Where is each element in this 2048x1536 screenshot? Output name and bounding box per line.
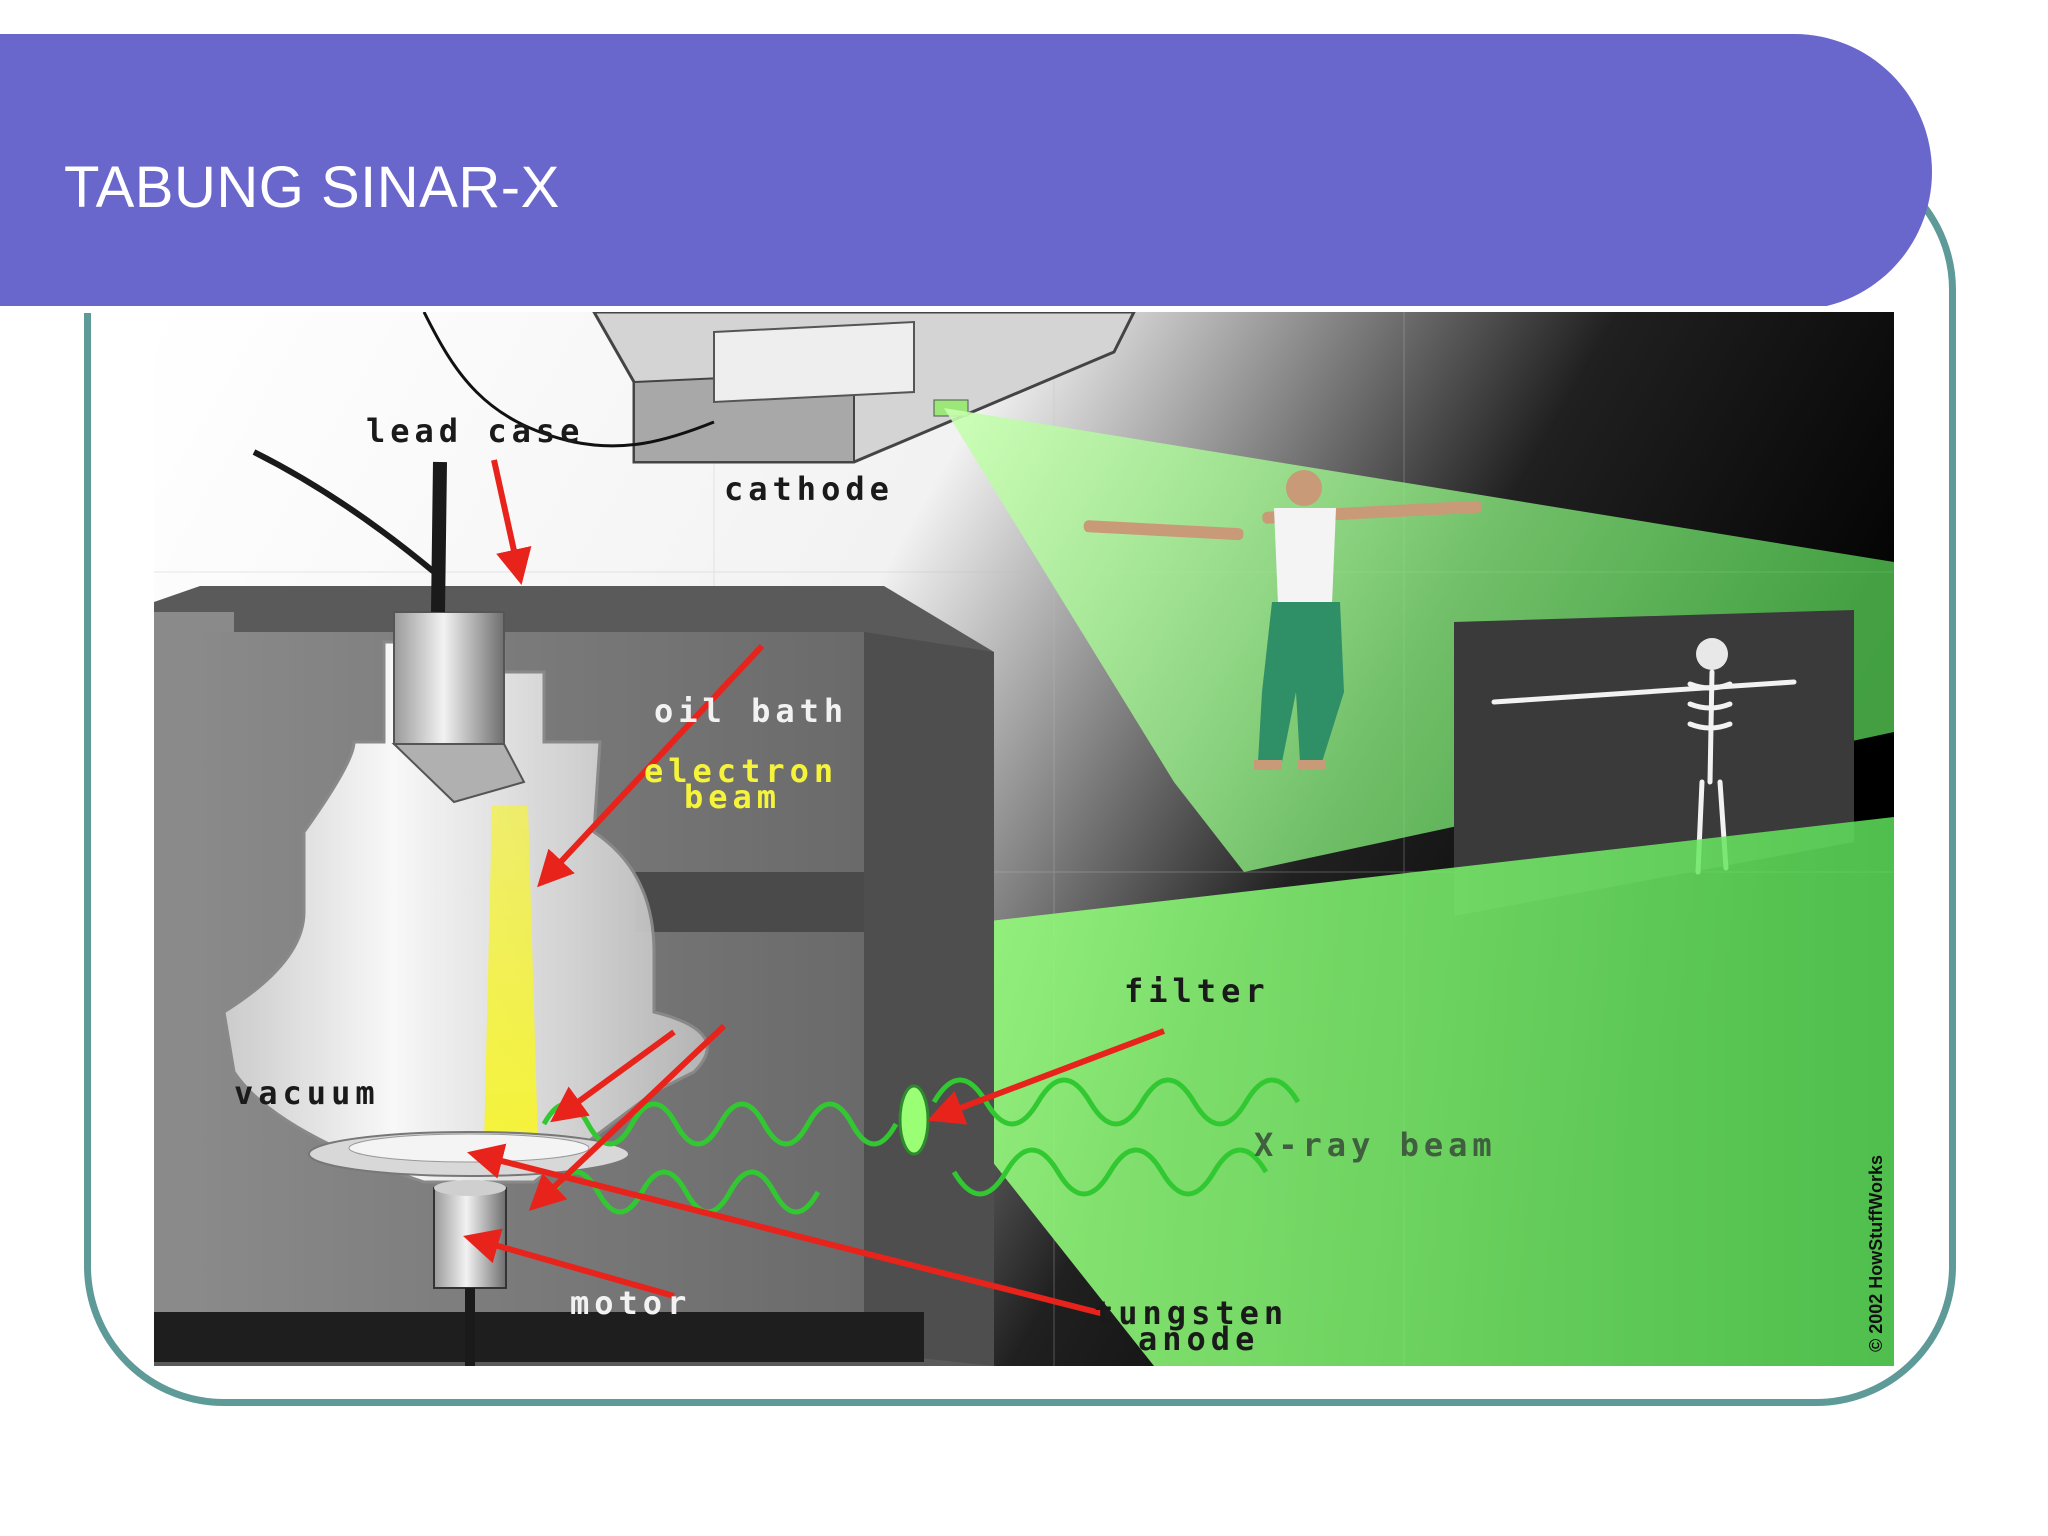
slide-title: TABUNG SINAR-X [64,155,560,220]
title-underline [0,306,1830,313]
copyright-text: © 2002 HowStuffWorks [1866,1155,1886,1352]
xray-beam-cone [874,817,1894,1366]
pointer-arrows [463,459,1166,1317]
patient-figure [1083,470,1483,770]
cathode-assembly [252,449,526,804]
label-tungsten: tungsten [1094,1294,1288,1332]
label-electron: electron [644,752,838,790]
label-xray-beam: X-ray beam [1254,1126,1497,1164]
diagram-svg: lead case cathode oil bath electron beam… [154,312,1894,1366]
label-anode: anode [1138,1320,1259,1358]
label-cathode: cathode [724,470,894,508]
tungsten-anode [308,1131,630,1177]
filter-disc [898,1084,930,1156]
xray-machine-head [422,312,1136,464]
label-oil-bath: oil bath [654,692,848,730]
label-motor: motor [570,1284,691,1322]
label-beam: beam [684,778,781,816]
xray-waves [541,1077,1301,1215]
label-vacuum: vacuum [234,1074,380,1112]
electron-beam [484,806,538,1144]
xray-tube-diagram: lead case cathode oil bath electron beam… [154,312,1894,1366]
title-banner: TABUNG SINAR-X [0,34,1932,313]
label-lead-case: lead case [366,412,584,450]
label-filter: filter [1124,972,1270,1010]
